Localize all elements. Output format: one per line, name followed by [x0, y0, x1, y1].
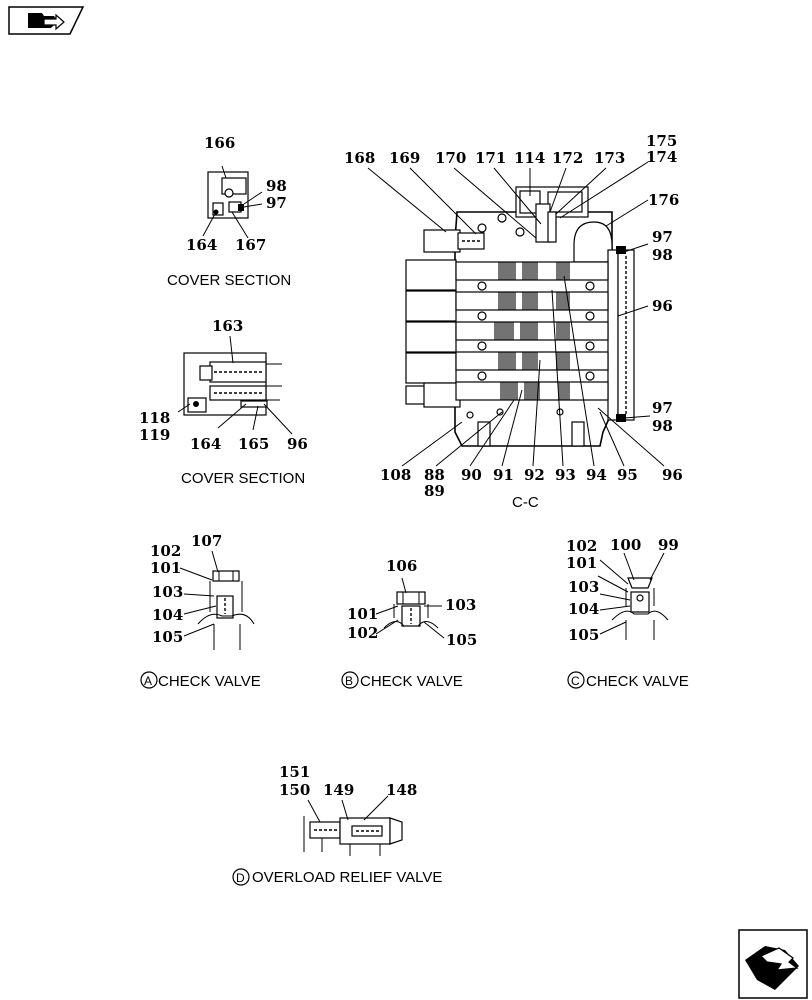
callout-98c: 98	[652, 417, 673, 435]
callout-164b: 164	[190, 435, 221, 453]
callout-93: 93	[555, 466, 576, 484]
callout-b-102: 102	[347, 624, 378, 642]
marker-circle-a	[140, 671, 158, 689]
check-valve-c-drawing	[597, 552, 669, 640]
check-valve-b-drawing	[375, 577, 445, 639]
marker-d: D	[236, 871, 245, 885]
caption-check-valve-c: CHECK VALVE	[586, 673, 689, 690]
callout-92: 92	[524, 466, 545, 484]
callout-94: 94	[586, 466, 607, 484]
callout-a-103: 103	[152, 583, 183, 601]
callout-c-99: 99	[658, 536, 679, 554]
callout-c-103: 103	[568, 578, 599, 596]
callout-168: 168	[344, 149, 375, 167]
marker-c: C	[571, 674, 580, 688]
page-turn-arrow-icon[interactable]	[737, 928, 809, 1000]
callout-97c: 97	[652, 399, 673, 417]
caption-section-cc: C-C	[512, 494, 539, 511]
marker-b: B	[345, 674, 353, 688]
callout-174: 174	[646, 148, 677, 166]
callout-c-100: 100	[610, 536, 641, 554]
cover-section-2-drawing	[177, 335, 293, 435]
callout-b-101: 101	[347, 605, 378, 623]
callout-90: 90	[461, 466, 482, 484]
callout-b-105: 105	[446, 631, 477, 649]
marker-circle-b	[341, 671, 359, 689]
callout-176: 176	[648, 191, 679, 209]
caption-cover-section-2: COVER SECTION	[181, 470, 305, 487]
callout-91: 91	[493, 466, 514, 484]
callout-163: 163	[212, 317, 243, 335]
callout-d-151: 151	[279, 763, 310, 781]
callout-98: 98	[266, 177, 287, 195]
callout-c-104: 104	[568, 600, 599, 618]
callout-119: 119	[139, 426, 170, 444]
callout-166: 166	[204, 134, 235, 152]
callout-d-150: 150	[279, 781, 310, 799]
callout-114: 114	[514, 149, 545, 167]
callout-a-107: 107	[191, 532, 222, 550]
callout-a-104: 104	[152, 606, 183, 624]
callout-a-105: 105	[152, 628, 183, 646]
callout-173: 173	[594, 149, 625, 167]
callout-171: 171	[475, 149, 506, 167]
callout-167: 167	[235, 236, 266, 254]
folder-arrow-icon[interactable]	[6, 4, 86, 38]
callout-169: 169	[389, 149, 420, 167]
callout-88: 88	[424, 466, 445, 484]
callout-95: 95	[617, 466, 638, 484]
callout-175: 175	[646, 132, 677, 150]
overload-relief-valve-drawing	[303, 795, 403, 856]
check-valve-a-drawing	[179, 550, 255, 650]
callout-b-103: 103	[445, 596, 476, 614]
callout-164: 164	[186, 236, 217, 254]
marker-circle-d	[232, 868, 250, 886]
callout-c-105: 105	[568, 626, 599, 644]
cover-section-1-drawing	[202, 165, 263, 239]
callout-118: 118	[139, 409, 170, 427]
marker-circle-c	[567, 671, 585, 689]
callout-97: 97	[266, 194, 287, 212]
callout-d-148: 148	[386, 781, 417, 799]
callout-c-101: 101	[566, 554, 597, 572]
callout-108: 108	[380, 466, 411, 484]
callout-96c: 96	[662, 466, 683, 484]
callout-a-102: 102	[150, 542, 181, 560]
callout-98b: 98	[652, 246, 673, 264]
callout-96a: 96	[287, 435, 308, 453]
caption-overload-relief-valve: OVERLOAD RELIEF VALVE	[252, 869, 442, 886]
callout-96b: 96	[652, 297, 673, 315]
callout-89: 89	[424, 482, 445, 500]
caption-check-valve-a: CHECK VALVE	[158, 673, 261, 690]
callout-97b: 97	[652, 228, 673, 246]
callout-b-106: 106	[386, 557, 417, 575]
marker-a: A	[144, 674, 152, 688]
callout-c-102: 102	[566, 537, 597, 555]
callout-a-101: 101	[150, 559, 181, 577]
callout-d-149: 149	[323, 781, 354, 799]
caption-check-valve-b: CHECK VALVE	[360, 673, 463, 690]
caption-cover-section-1: COVER SECTION	[167, 272, 291, 289]
callout-172: 172	[552, 149, 583, 167]
callout-165: 165	[238, 435, 269, 453]
callout-170: 170	[435, 149, 466, 167]
control-valve-section-drawing	[367, 161, 665, 467]
